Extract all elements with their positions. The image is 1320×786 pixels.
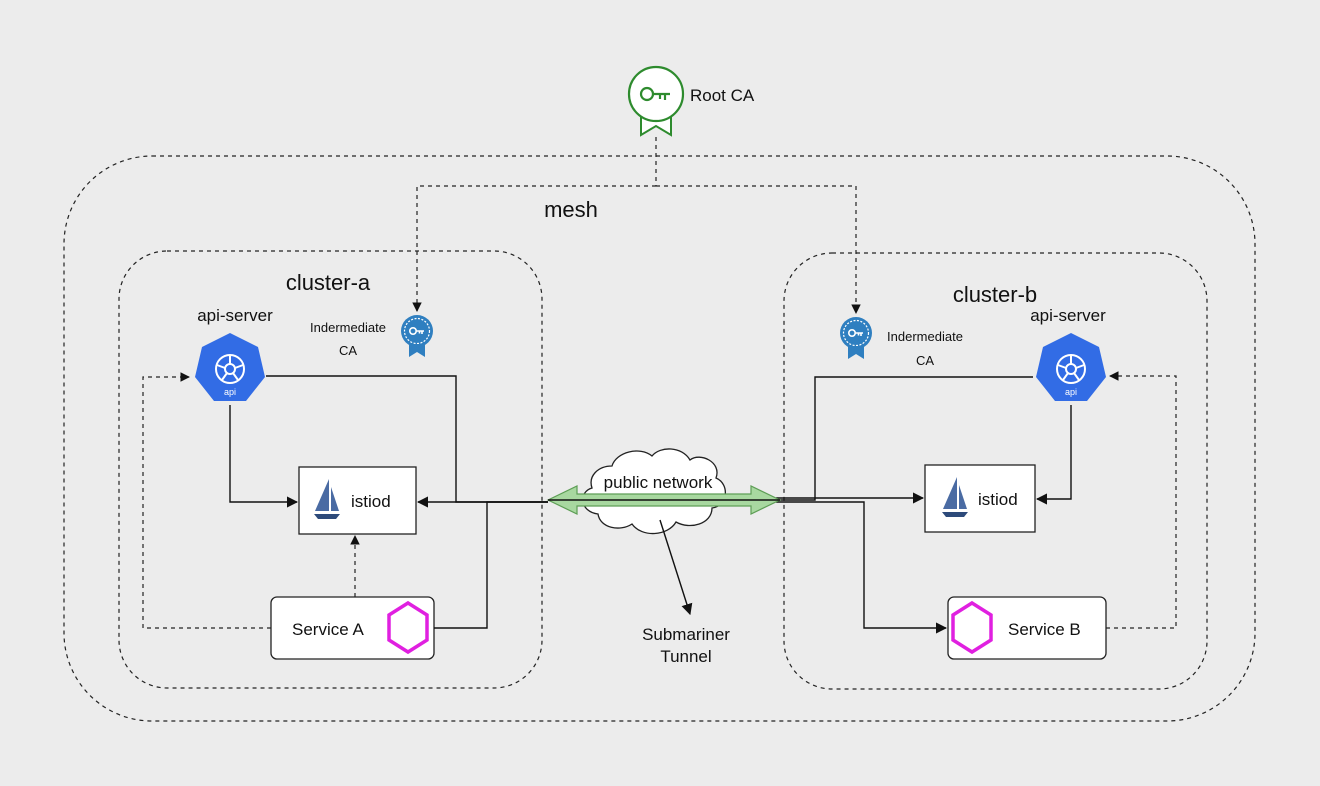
- cluster-b-api-to-istiod: [1035, 405, 1072, 505]
- cluster-b-service-hexagon-icon: [951, 600, 993, 655]
- root-ca-to-cluster-b: [656, 185, 861, 314]
- cluster-a-ca-label-line1: Indermediate: [310, 320, 386, 335]
- cluster-a-service-to-api: [142, 372, 271, 629]
- cluster-b-service-label: Service B: [1008, 620, 1081, 639]
- cluster-b-label: cluster-b: [953, 282, 1037, 307]
- cluster-a-service-to-network: [434, 501, 548, 629]
- cluster-a-istiod-box: [298, 466, 417, 535]
- cloud-to-tunnel-label: [659, 519, 693, 616]
- cluster-a-label: cluster-a: [286, 270, 371, 295]
- cluster-b-kubernetes-api-icon: [1035, 332, 1107, 402]
- cluster-a-kubernetes-api-icon: [194, 332, 266, 402]
- cluster-b-istiod-label: istiod: [978, 490, 1018, 509]
- submariner-tunnel-label-line2: Tunnel: [660, 647, 711, 666]
- cluster-b-ca-label-line1: Indermediate: [887, 329, 963, 344]
- root-ca-to-cluster-a: [412, 185, 656, 312]
- public-network-label: public network: [604, 473, 713, 492]
- root-ca-label: Root CA: [690, 86, 755, 105]
- cluster-b-api-to-remote: [776, 376, 1033, 501]
- cluster-b-network-to-service: [776, 501, 948, 634]
- cluster-b-ca-label-line2: CA: [916, 353, 934, 368]
- cluster-a-istiod-label: istiod: [351, 492, 391, 511]
- mesh-boundary: [63, 155, 1256, 722]
- cluster-a-boundary: [118, 250, 543, 689]
- cluster-b-istiod-box: [924, 464, 1036, 533]
- cluster-b-service-to-api: [1106, 371, 1177, 629]
- cluster-a-ca-label-line2: CA: [339, 343, 357, 358]
- mesh-label: mesh: [544, 197, 598, 222]
- cluster-b-boundary: [783, 252, 1208, 690]
- submariner-tunnel-label-line1: Submariner: [642, 625, 730, 644]
- cluster-b-api-server-label: api-server: [1030, 306, 1106, 325]
- cluster-b-intermediate-ca-icon: [839, 316, 873, 360]
- cluster-a-intermediate-ca-icon: [400, 314, 434, 358]
- cluster-a-service-hexagon-icon: [387, 600, 429, 655]
- cluster-a-api-server-label: api-server: [197, 306, 273, 325]
- root-ca-icon: [627, 65, 685, 137]
- cluster-a-service-label: Service A: [292, 620, 364, 639]
- cluster-a-api-to-istiod: [229, 405, 299, 508]
